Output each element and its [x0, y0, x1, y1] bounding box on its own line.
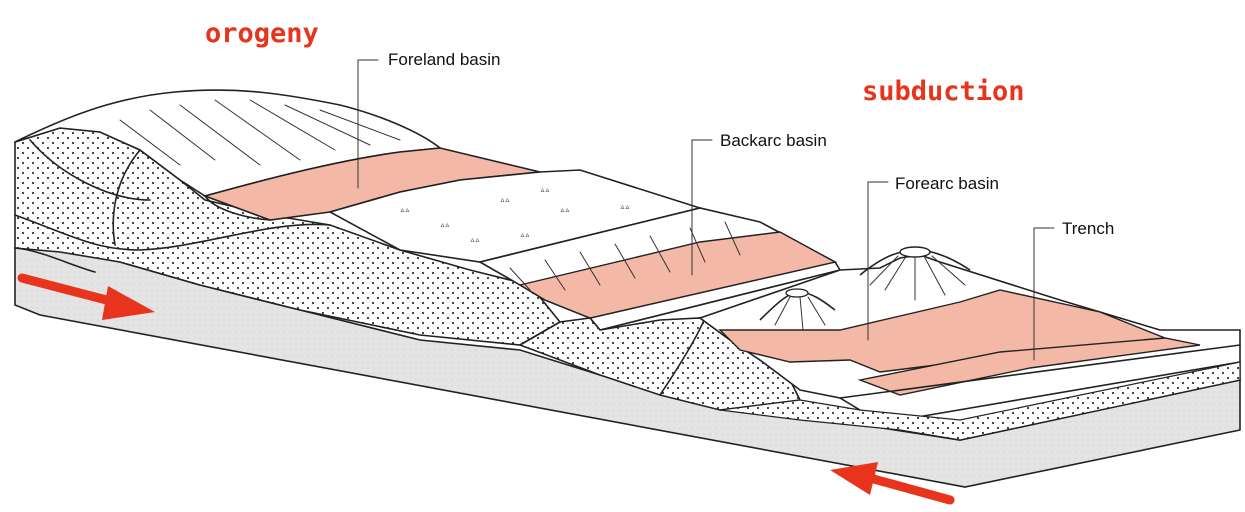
- svg-text:ᐞᐞ: ᐞᐞ: [500, 197, 510, 207]
- foreland-basin-label: Foreland basin: [388, 50, 500, 69]
- svg-text:ᐞᐞ: ᐞᐞ: [620, 204, 630, 214]
- volcano-large-crater: [900, 247, 930, 257]
- svg-text:ᐞᐞ: ᐞᐞ: [560, 207, 570, 217]
- backarc-basin-label: Backarc basin: [720, 131, 827, 150]
- svg-text:ᐞᐞ: ᐞᐞ: [470, 237, 480, 247]
- volcano-small-crater: [786, 289, 808, 297]
- trench-label: Trench: [1062, 219, 1114, 238]
- svg-text:ᐞᐞ: ᐞᐞ: [400, 207, 410, 217]
- svg-text:ᐞᐞ: ᐞᐞ: [520, 232, 530, 242]
- svg-text:ᐞᐞ: ᐞᐞ: [440, 222, 450, 232]
- orogeny-label: orogeny: [205, 18, 319, 49]
- subduction-label: subduction: [862, 76, 1025, 107]
- svg-text:ᐞᐞ: ᐞᐞ: [540, 187, 550, 197]
- forearc-basin-label: Forearc basin: [895, 174, 999, 193]
